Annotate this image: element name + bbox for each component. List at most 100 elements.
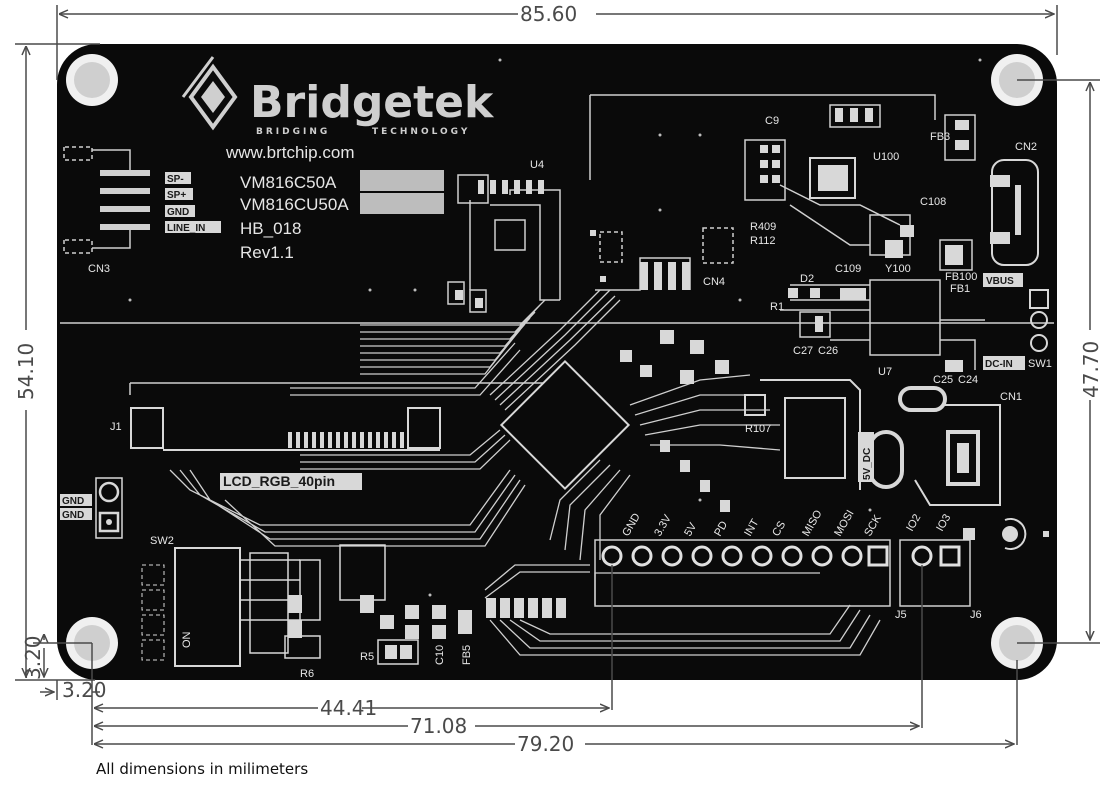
board-outline-trace [589,94,936,180]
j1-lcd-connector [130,407,441,451]
cn3-connector [63,146,150,254]
r409-label: C9 [765,115,779,127]
d2-label: D2 [800,273,814,285]
u7-label: U7 [878,366,892,378]
led-indicator [963,518,1049,550]
j5-label: J5 [895,609,907,621]
gnd-label-bg [60,494,92,506]
model-label-2: VM816CU50A [240,195,349,214]
component-cluster [744,104,976,271]
r1-label: R1 [770,301,784,313]
footer-note: All dimensions in milimeters [96,760,309,778]
cn3-pin-label-bg [165,188,193,200]
sw2-on-label: ON [181,631,193,648]
dc-in-label: DC-IN [985,359,1013,370]
cn1-label: CN1 [1000,391,1022,403]
component-cluster [744,379,861,490]
main-chip [499,359,631,491]
cn3-pin-label-bg [165,205,195,217]
lcd-traces [169,299,546,547]
model-label-1: VM816C50A [240,173,337,192]
gnd-label: GND [62,510,84,521]
c9-label: C10 [434,645,446,665]
dim-pos-j5: 44.41 [320,696,377,720]
u100-chip [809,157,856,199]
j5-pin [781,545,803,567]
cn3-pin-label: SP- [167,174,184,185]
cn3-pin-label-bg [165,221,221,233]
dim-hole-spacing-h: 79.20 [517,732,574,756]
pad-array [620,330,730,512]
sw2-label: SW2 [150,535,174,547]
dim-board-width: 85.60 [520,2,577,26]
dim-board-height: 54.10 [14,343,38,400]
r33-label: R107 [745,423,771,435]
c24-label: C24 [958,374,978,386]
j1-pins [288,432,404,448]
model-box-1 [360,170,444,191]
power-section [780,279,985,370]
c109-label: C109 [835,263,861,275]
dc-in-label-bg [983,356,1025,370]
pad-array [760,108,969,265]
cn3-label: CN3 [88,263,110,275]
y100-label: Y100 [885,263,911,275]
j5-pin [721,545,743,567]
cn3-pin-label: SP+ [167,190,186,201]
c26-label: C26 [818,345,838,357]
r5-label: R5 [360,651,374,663]
sw1-switch[interactable] [1029,289,1049,352]
r107-label: R112 [750,235,775,247]
j5-pin [867,545,889,567]
cn3-pin-label: GND [167,207,189,218]
brand-url: www.brtchip.com [225,143,354,162]
dimension-lines [15,5,1100,745]
hb-label: HB_018 [240,219,301,238]
fb100-label: FB100 [945,271,977,283]
cn4-label: CN4 [703,276,725,288]
dim-offset-y: 3.20 [21,635,45,680]
cn1-dc-jack [868,386,1001,506]
component-cluster [240,544,419,665]
brand-tagline-left: BRIDGING [256,127,330,137]
main-chip-traces [489,289,781,561]
fb4-label: FB5 [461,645,473,665]
pad-array [486,598,566,618]
sw1-label: SW1 [1028,358,1052,370]
mounting-hole [66,54,118,106]
gnd-label: GND [62,496,84,507]
board-outline-trace [129,382,565,395]
fb2-label: U4 [530,159,544,171]
five-v-dc-label: 5V_DC [858,432,874,482]
via-dots [128,58,982,597]
j5-pin [661,545,683,567]
sw2-dip-switch[interactable] [141,547,241,667]
j5-pin [751,545,773,567]
u100-label: U100 [873,151,899,163]
fb3-label: FB3 [930,131,950,143]
j1-label: J1 [110,421,122,433]
j5-pin [811,545,833,567]
cn2-label: CN2 [1015,141,1037,153]
cn2-usb-connector [990,159,1039,266]
j5-pin [631,545,653,567]
j1-name-bg [220,473,362,490]
vbus-label-bg [983,273,1023,287]
svg-text:5V_DC: 5V_DC [862,448,873,480]
j5-pin [691,545,713,567]
pad-array [455,180,690,308]
pad-array [288,595,472,659]
fb1-label: FB1 [950,283,970,295]
brand-tagline-right: TECHNOLOGY [372,127,470,137]
rev-label: Rev1.1 [240,243,294,262]
dim-offset-x: 3.20 [62,678,107,702]
r112-label: R409 [750,221,776,233]
bridgetek-logo-icon [181,56,238,131]
j5-pin [841,545,863,567]
brand-name: Bridgetek [250,77,495,128]
j6-pin [939,545,961,567]
cn3-pin-label-bg [165,172,191,184]
c108-label: C108 [920,196,946,208]
